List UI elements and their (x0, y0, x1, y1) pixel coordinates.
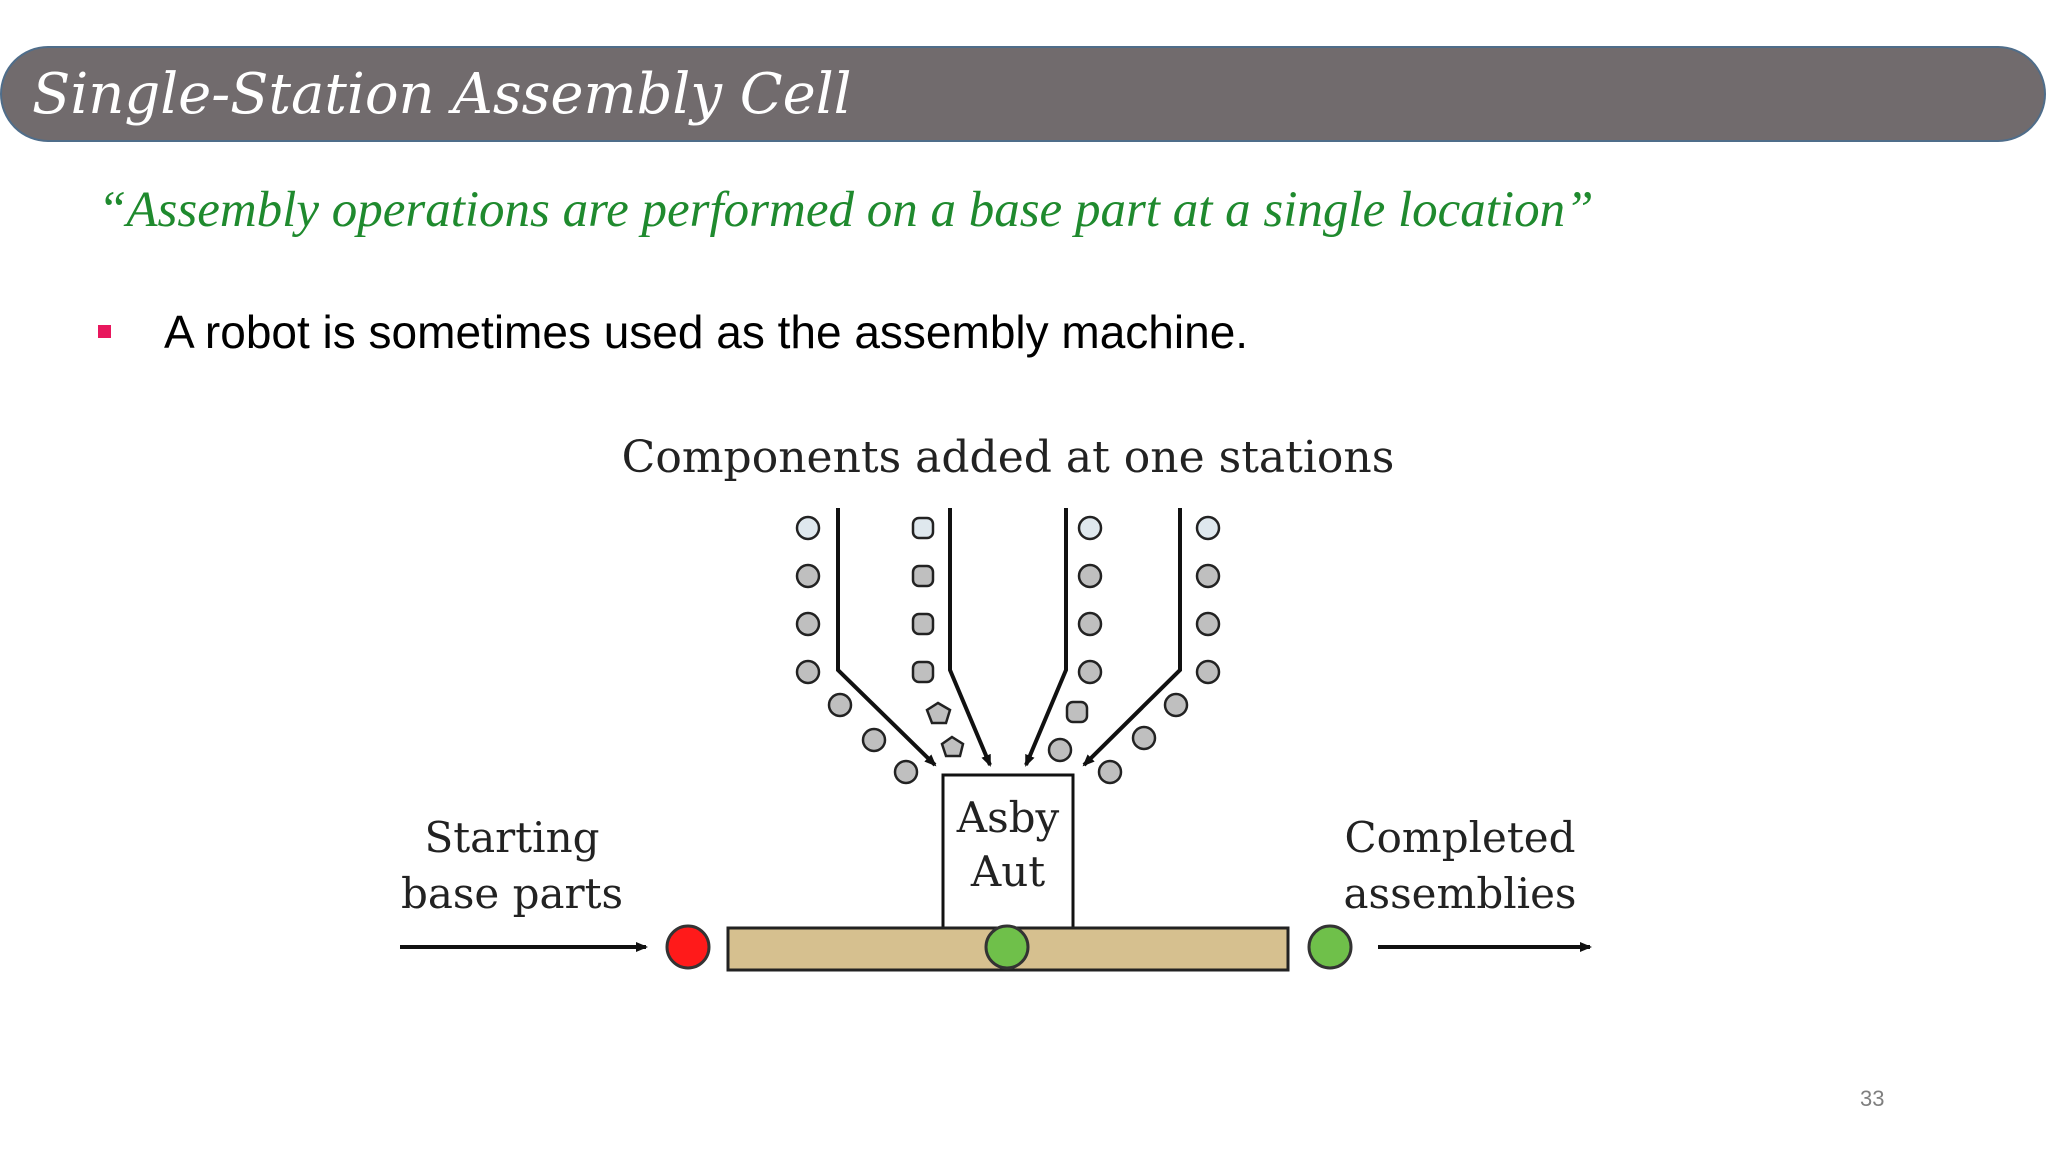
component-part (911, 612, 935, 636)
assembly-machine-box (941, 773, 1075, 932)
component-part (1163, 692, 1189, 718)
component-part (911, 564, 935, 588)
component-part (1195, 515, 1221, 541)
starting-base-part (665, 924, 711, 970)
component-part (1077, 611, 1103, 637)
part-in-process (984, 924, 1030, 970)
component-part (940, 735, 965, 758)
component-part (911, 660, 935, 684)
component-part (1131, 725, 1157, 751)
component-part (911, 516, 935, 540)
component-part (1077, 515, 1103, 541)
component-part (795, 515, 821, 541)
component-part (925, 701, 952, 725)
component-part (1077, 563, 1103, 589)
output-label-line1: Completed (1344, 813, 1575, 862)
page-number: 33 (1860, 1086, 1885, 1111)
component-part (1047, 737, 1073, 763)
component-part (795, 611, 821, 637)
slide-title: Single-Station Assembly Cell (32, 62, 852, 127)
component-part (1195, 563, 1221, 589)
components-label: Components added at one stations (622, 432, 1395, 483)
feeder-line-4 (1082, 508, 1182, 767)
completed-assembly-part (1307, 924, 1353, 970)
output-label-line2: assemblies (1344, 869, 1577, 918)
feeder-line-1 (836, 508, 937, 767)
machine-label-line1: Asby (956, 793, 1060, 842)
feeder-line-2 (948, 508, 992, 767)
feeder-line-3 (1024, 508, 1068, 767)
input-label-line2: base parts (401, 869, 623, 918)
bullet-square-icon (98, 325, 111, 338)
bullet-text: A robot is sometimes used as the assembl… (164, 306, 1249, 358)
component-part (795, 563, 821, 589)
component-part (827, 692, 853, 718)
machine-label-line2: Aut (970, 847, 1045, 896)
component-part (1077, 659, 1103, 685)
component-part (893, 759, 919, 785)
component-parts (795, 515, 1221, 785)
component-part (1195, 659, 1221, 685)
component-part (1097, 759, 1123, 785)
assembly-cell-diagram: Components added at one stations (380, 420, 1620, 1000)
title-bar: Single-Station Assembly Cell (0, 46, 2046, 142)
assembly-cell-diagram-svg: Components added at one stations (400, 432, 1592, 972)
component-part (1065, 700, 1089, 724)
component-part (861, 727, 887, 753)
component-part (1195, 611, 1221, 637)
feeder-lines (836, 508, 1182, 767)
definition-quote: “Assembly operations are performed on a … (98, 182, 1594, 238)
input-label-line1: Starting (424, 813, 599, 862)
component-part (795, 659, 821, 685)
